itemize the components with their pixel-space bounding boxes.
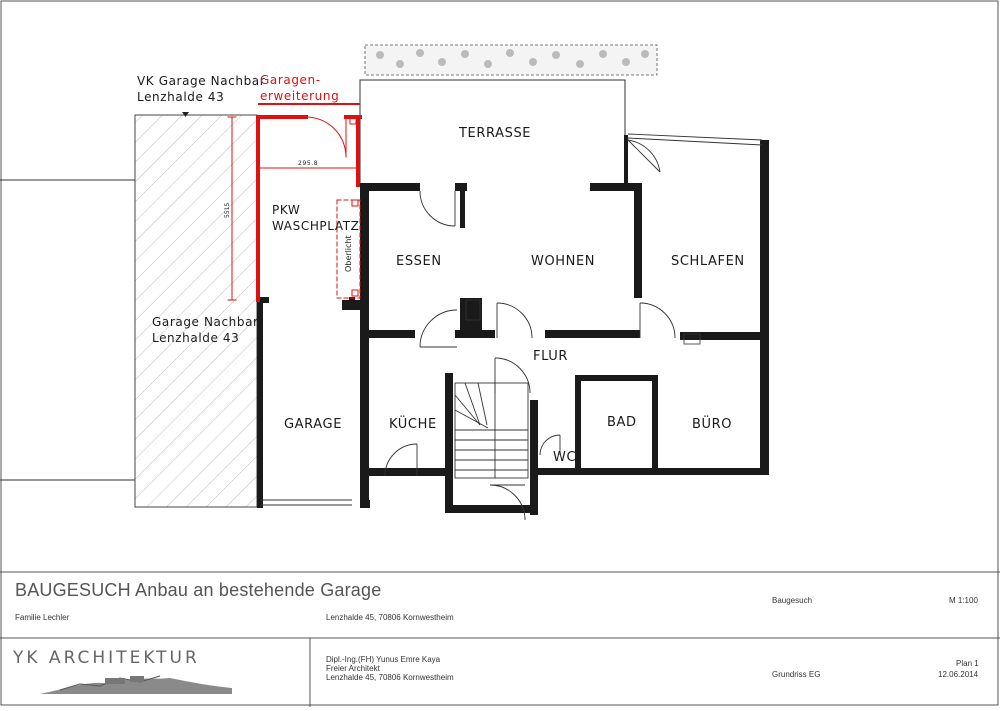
drawing-date: 12.06.2014 [938,670,979,679]
room-schlafen: SCHLAFEN [671,254,745,269]
room-terrasse: TERRASSE [459,126,532,141]
dimension-horizontal: 295.8 [298,160,319,167]
dimension-vertical: 5515 [224,202,231,218]
skylight-label: Oberlicht [344,235,353,272]
room-flur: FLUR [533,349,569,364]
drawing-name: Grundriss EG [772,670,821,679]
firm-logo-text: YK ARCHITEKTUR [13,648,200,668]
logo-landscape-graphic [40,675,232,694]
client-name: Familie Lechler [15,613,70,622]
phase-label: Baugesuch [772,596,813,605]
room-bad: BAD [607,415,637,430]
room-essen: ESSEN [396,254,442,269]
scale-label: M 1:100 [949,596,978,605]
garage-extension-label: Garagen- erweiterung [260,73,340,103]
neighbor-garage-hatch [134,114,258,508]
project-title: BAUGESUCH Anbau an bestehende Garage [15,580,382,600]
plan-number: Plan 1 [956,659,979,668]
room-wohnen: WOHNEN [531,254,596,269]
site-address: Lenzhalde 45, 70806 Kornwestheim [326,613,454,622]
neighbor-vk-label: VK Garage Nachbar Lenzhalde 43 [137,74,266,104]
room-buero: BÜRO [692,417,733,432]
room-kueche: KÜCHE [389,417,437,432]
room-garage: GARAGE [284,417,343,432]
architect-block: Dipl.-Ing.(FH) Yunus Emre Kaya Freier Ar… [326,655,454,682]
wash-area-label: PKW WASCHPLATZ [272,203,360,233]
room-wc: WC [553,450,577,465]
neighbor-garage-label: Garage Nachbar Lenzhalde 43 [152,315,259,345]
